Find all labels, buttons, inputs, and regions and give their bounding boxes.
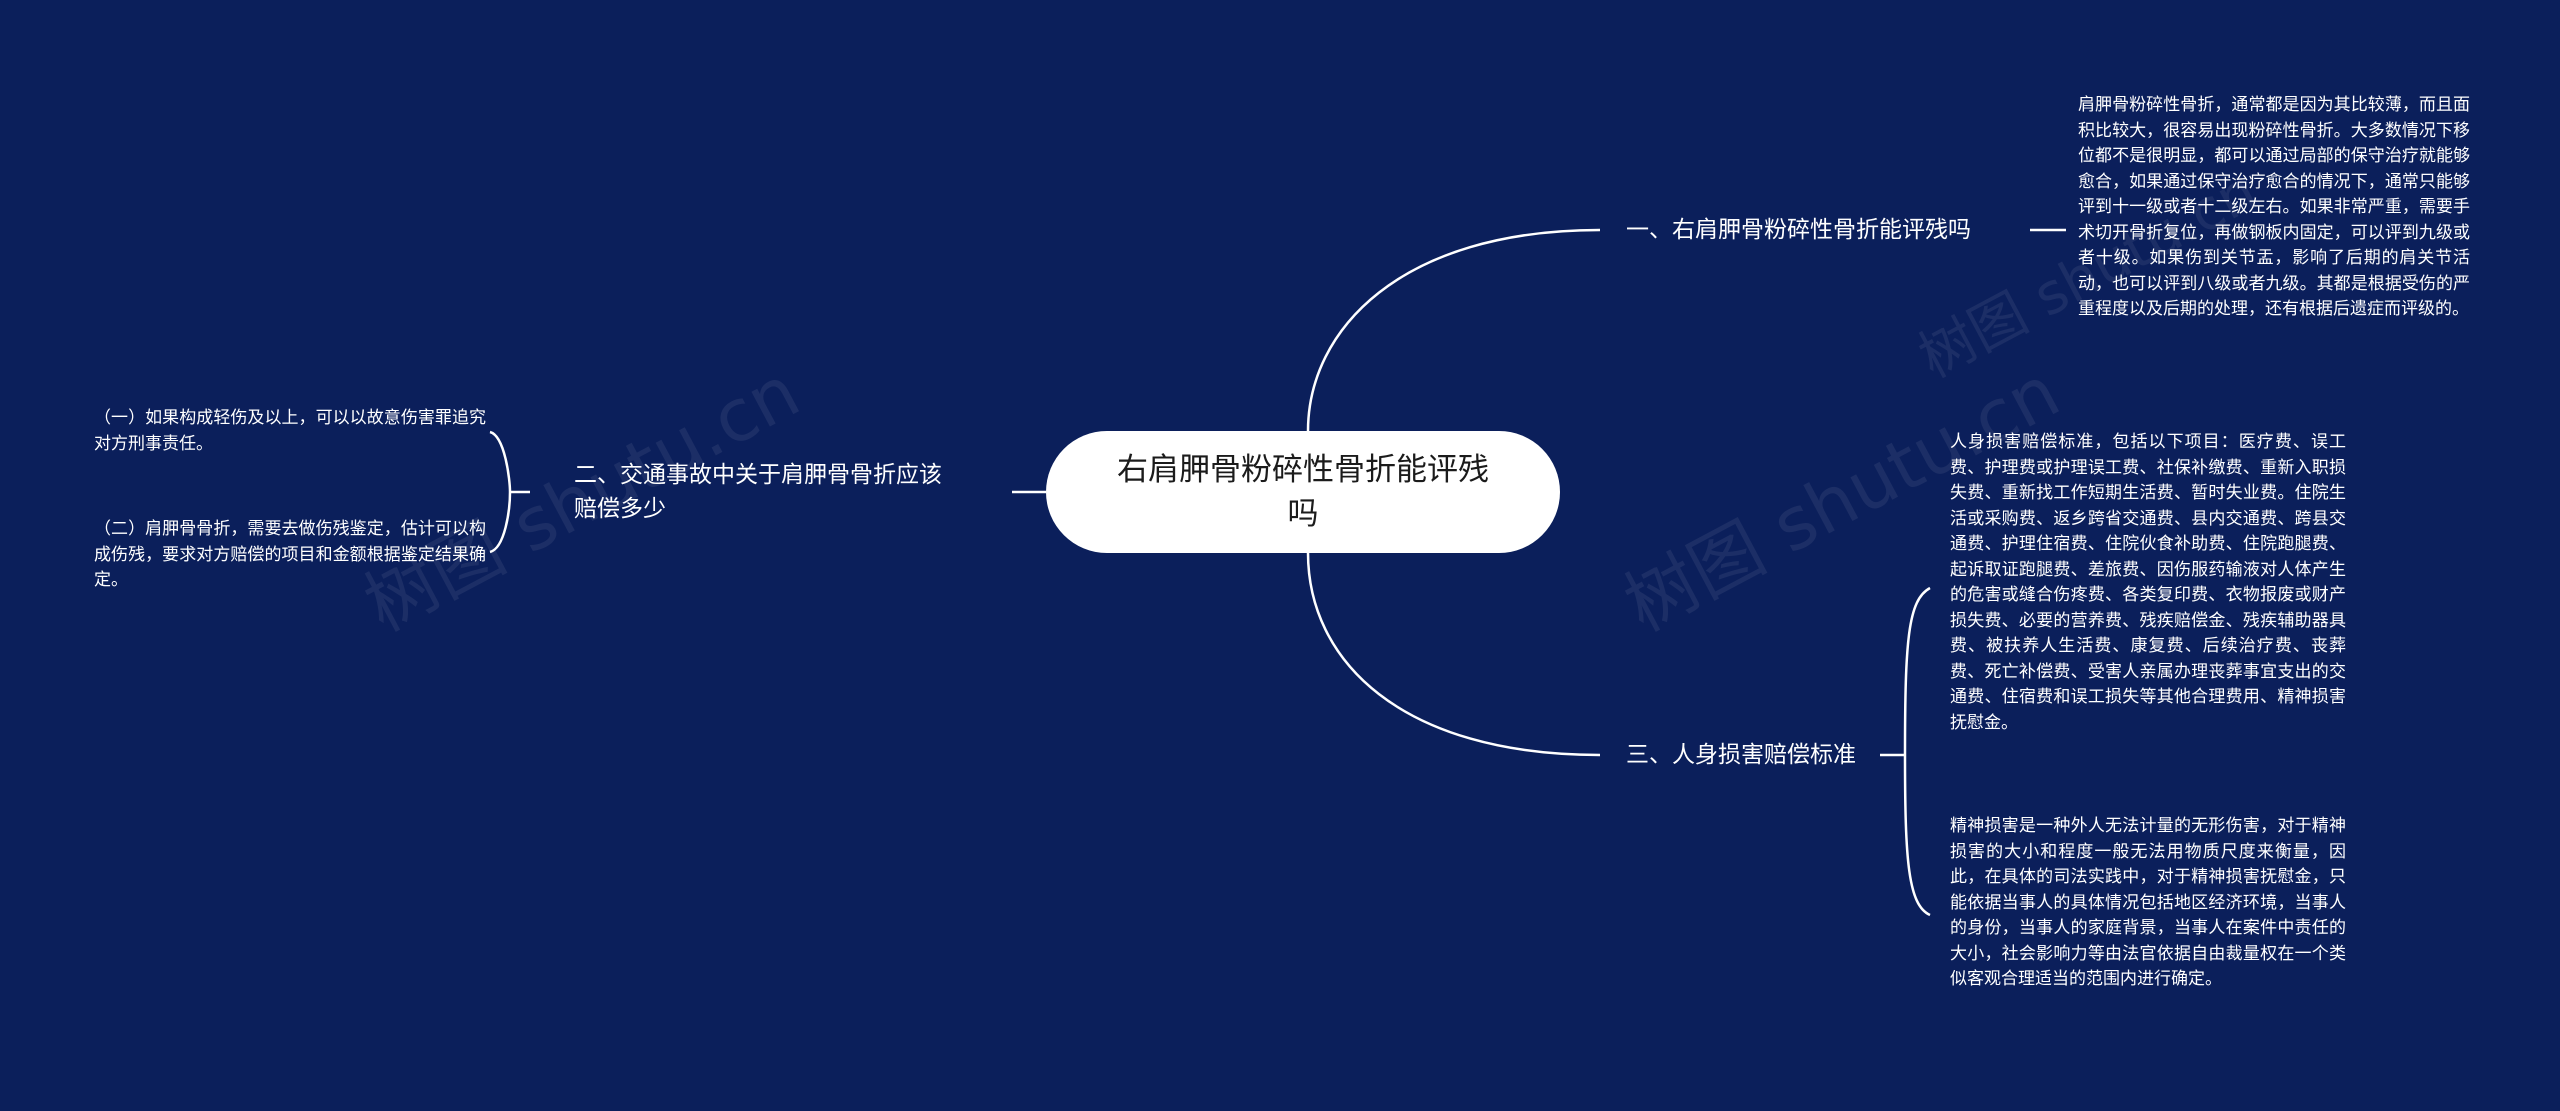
branch-label: 三、人身损害赔偿标准 [1626,742,1856,768]
leaf-text: 精神损害是一种外人无法计量的无形伤害，对于精神损害的大小和程度一般无法用物质尺度… [1950,816,2346,989]
link-b2-bracket [489,430,530,554]
leaf-node-2-2[interactable]: （二）肩胛骨骨折，需要去做伤残鉴定，估计可以构成伤残，要求对方赔偿的项目和金额根… [94,517,486,594]
leaf-text: 肩胛骨粉碎性骨折，通常都是因为其比较薄，而且面积比较大，很容易出现粉碎性骨折。大… [2078,95,2470,319]
branch-node-2[interactable]: 二、交通事故中关于肩胛骨骨折应该赔偿多少 [574,458,960,526]
branch-label: 二、交通事故中关于肩胛骨骨折应该赔偿多少 [574,462,942,522]
leaf-node-3-2[interactable]: 精神损害是一种外人无法计量的无形伤害，对于精神损害的大小和程度一般无法用物质尺度… [1950,814,2346,993]
link-b3-bracket [1880,586,1931,917]
leaf-node-3-1[interactable]: 人身损害赔偿标准，包括以下项目：医疗费、误工费、护理费或护理误工费、社保补缴费、… [1950,430,2346,736]
branch-node-1[interactable]: 一、右肩胛骨粉碎性骨折能评残吗 [1626,213,2026,247]
leaf-node-2-1[interactable]: （一）如果构成轻伤及以上，可以以故意伤害罪追究对方刑事责任。 [94,406,486,457]
leaf-text: 人身损害赔偿标准，包括以下项目：医疗费、误工费、护理费或护理误工费、社保补缴费、… [1950,432,2346,733]
branch-label: 一、右肩胛骨粉碎性骨折能评残吗 [1626,217,1971,243]
branch-node-3[interactable]: 三、人身损害赔偿标准 [1626,738,1886,772]
link-root-b3 [1306,552,1601,757]
root-label: 右肩胛骨粉碎性骨折能评残吗 [1117,452,1489,532]
leaf-node-1-1[interactable]: 肩胛骨粉碎性骨折，通常都是因为其比较薄，而且面积比较大，很容易出现粉碎性骨折。大… [2078,93,2470,323]
leaf-text: （二）肩胛骨骨折，需要去做伤残鉴定，估计可以构成伤残，要求对方赔偿的项目和金额根… [94,519,486,590]
leaf-text: （一）如果构成轻伤及以上，可以以故意伤害罪追究对方刑事责任。 [94,408,486,454]
root-node[interactable]: 右肩胛骨粉碎性骨折能评残吗 [1046,431,1560,553]
link-root-b1 [1306,228,1601,432]
